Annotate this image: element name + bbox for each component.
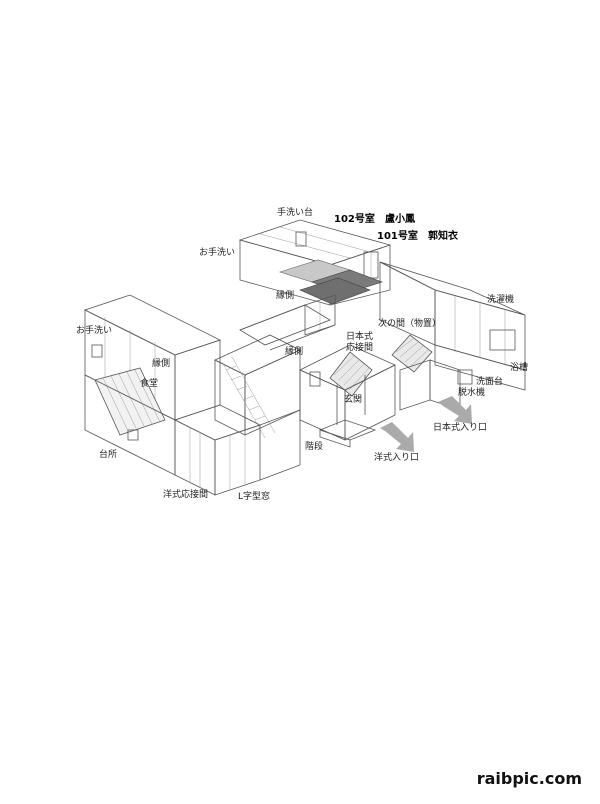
label-handwash-stand: 手洗い台 bbox=[277, 208, 314, 218]
label-bathtub: 浴槽 bbox=[510, 363, 529, 373]
label-name-102: 盧小鳳 bbox=[385, 214, 415, 225]
label-veranda-mid: 縁側 bbox=[285, 347, 304, 357]
label-spin-dryer: 脱水機 bbox=[458, 388, 486, 398]
stairs-block bbox=[214, 304, 331, 439]
label-japanese-entry: 日本式入り口 bbox=[433, 423, 488, 433]
label-toilet-left: お手洗い bbox=[76, 326, 113, 336]
label-wash-basin: 洗面台 bbox=[476, 377, 504, 387]
label-kitchen: 台所 bbox=[99, 450, 118, 460]
label-next-room: 次の間（物置） bbox=[378, 319, 442, 329]
label-room-101: 101号室 bbox=[377, 231, 418, 242]
label-veranda-left: 縁側 bbox=[152, 359, 171, 369]
label-l-window: L字型窓 bbox=[238, 492, 271, 502]
label-entrance: 玄関 bbox=[344, 395, 363, 405]
label-name-101: 郭知衣 bbox=[428, 231, 458, 242]
western-reception-block bbox=[173, 404, 301, 496]
entry-arrows bbox=[380, 396, 472, 452]
left-wing bbox=[83, 294, 222, 476]
label-stairs: 階段 bbox=[305, 442, 324, 452]
label-western-reception: 洋式応接間 bbox=[163, 490, 209, 500]
label-dining: 食堂 bbox=[140, 379, 159, 389]
watermark: raibpic.com bbox=[476, 769, 582, 788]
upper-block bbox=[238, 219, 392, 306]
label-western-entry: 洋式入り口 bbox=[374, 453, 420, 463]
right-wing bbox=[379, 261, 526, 391]
japanese-entry-arrow bbox=[438, 396, 472, 424]
label-japanese-reception: 日本式 応接間 bbox=[346, 332, 374, 353]
entrance-block bbox=[299, 344, 396, 448]
label-washing-machine: 洗濯機 bbox=[487, 295, 515, 305]
next-room-roof bbox=[391, 334, 461, 411]
label-veranda-upper: 縁側 bbox=[276, 291, 295, 301]
label-room-102: 102号室 bbox=[334, 214, 375, 225]
label-toilet-upper: お手洗い bbox=[199, 248, 236, 258]
western-entry-arrow bbox=[380, 422, 414, 452]
